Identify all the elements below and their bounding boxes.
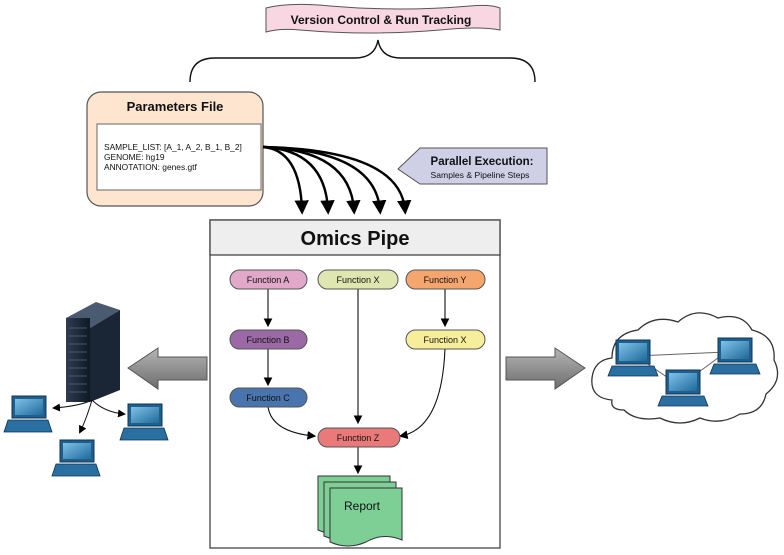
node-function-x-top-label: Function X [336, 275, 379, 285]
node-function-x-top: Function X [317, 269, 399, 290]
version-control-brace [189, 39, 536, 83]
cloud-computer-icon [709, 337, 761, 375]
node-function-z-label: Function Z [337, 433, 380, 443]
parallel-execution-subtitle: Samples & Pipeline Steps [431, 170, 530, 180]
left-gray-arrow [127, 347, 208, 390]
parallel-execution-callout: Parallel Execution: Samples & Pipeline S… [397, 147, 548, 185]
server-rack-icon [66, 302, 120, 402]
node-function-c-label: Function C [246, 393, 290, 403]
node-function-x-right: Function X [405, 329, 486, 350]
report-document-stack: Report [317, 475, 403, 547]
parameters-line-genome: GENOME: hg19 [104, 152, 165, 162]
version-control-label: Version Control & Run Tracking [291, 13, 472, 27]
server-network-links [52, 399, 126, 434]
client-computer-icon [119, 403, 169, 441]
parallel-execution-title: Parallel Execution: [431, 156, 534, 168]
node-function-a: Function A [229, 269, 308, 290]
cloud-computer-icon [657, 369, 709, 407]
cloud-computer-icon [607, 339, 659, 377]
node-function-b: Function B [229, 329, 308, 350]
pipeline-edges [263, 289, 450, 475]
client-computer-icon [51, 439, 101, 477]
version-control-banner: Version Control & Run Tracking [265, 3, 501, 34]
omics-pipe-title: Omics Pipe [301, 228, 410, 250]
node-function-z: Function Z [317, 427, 401, 448]
client-computer-icon [3, 395, 53, 433]
parameters-line-annotation: ANNOTATION: genes.gtf [104, 162, 197, 172]
parameters-file-panel: Parameters File SAMPLE_LIST: [A_1, A_2, … [86, 91, 264, 207]
right-gray-arrow [505, 347, 586, 390]
node-function-x-right-label: Function X [423, 335, 466, 345]
report-label: Report [344, 499, 381, 513]
node-function-a-label: Function A [247, 275, 290, 285]
node-function-y-label: Function Y [424, 275, 467, 285]
parameters-file-title: Parameters File [127, 99, 224, 114]
parallel-arrows [262, 145, 412, 215]
node-function-b-label: Function B [246, 335, 289, 345]
node-function-c: Function C [229, 387, 308, 408]
parameters-line-sample-list: SAMPLE_LIST: [A_1, A_2, B_1, B_2] [104, 142, 242, 152]
node-function-y: Function Y [405, 269, 486, 290]
